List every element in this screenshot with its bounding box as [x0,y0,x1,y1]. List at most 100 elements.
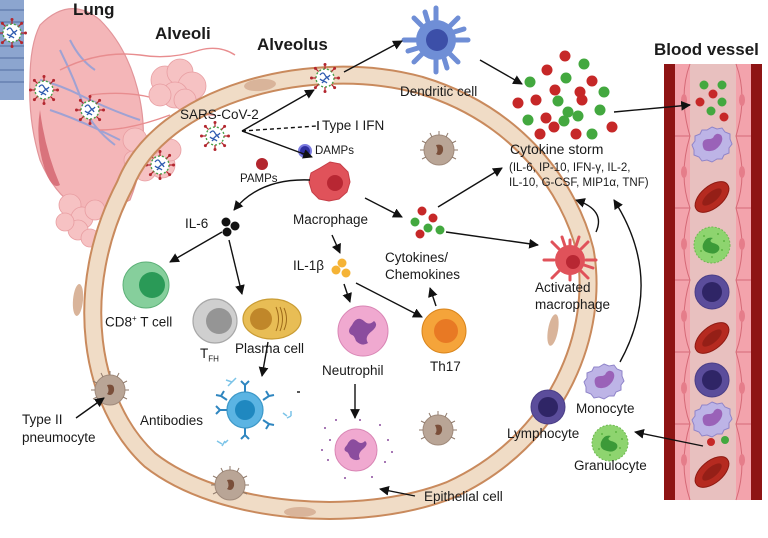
macrophage-label: Macrophage [293,212,368,227]
il1b-cytokine-icon [332,259,351,278]
cytokine-particle [553,96,564,107]
alveolus-title: Alveolus [257,37,328,52]
epithelial-cell-label: Epithelial cell [424,489,503,504]
arrow-monocyte-to-storm [614,200,641,362]
tfh-sub: FH [208,355,219,364]
activated-macrophage-label-line2: macrophage [535,297,610,312]
blood-vessel-title: Blood vessel [654,42,759,57]
virus-lung-icon [75,95,105,125]
il6-cytokine-icon [222,218,240,237]
antibody-secreting-cell-icon [216,378,291,446]
arrow-cytokines-to-storm [438,168,502,207]
cd8-prefix: CD8 [105,315,132,330]
cytokines-chemokines-icon [411,207,445,239]
cytokine-particle [541,113,552,124]
pamps-label: PAMPs [240,172,278,186]
cytokine-particle [560,51,571,62]
cytokine-particle [607,122,618,133]
arrow-il1b-to-neutrophil [344,284,350,302]
monocyte-label: Monocyte [576,401,635,416]
alveoli-title: Alveoli [155,26,211,41]
arrow-virus-to-macrophage [242,131,312,157]
sars-cov-2-virus-icon [200,121,230,151]
cytokines-label-line2: Chemokines [385,267,460,282]
cytokine-particle [579,59,590,70]
damps-label: DAMPs [315,144,354,158]
damps-icon [299,145,311,157]
cytokine-particle [523,115,534,126]
arrow-il6-to-cd8 [170,232,222,262]
cytokine-particle [587,76,598,87]
cytokine-list-line1: (IL-6, IP-10, IFN-γ, IL-2, [509,161,630,175]
arrow-th17-to-cytokines [430,288,436,306]
type2-pneumocyte-label-line2: pneumocyte [22,430,96,445]
il6-label: IL-6 [185,216,208,231]
vessel-granulocyte-icon [694,227,730,263]
cytokine-particle [559,116,570,127]
vessel-lymphocyte-icon [695,363,729,397]
type2-pneumocyte-icon [420,131,458,165]
plasma-cell-label: Plasma cell [235,341,304,356]
monocyte-icon [584,364,624,399]
cytokine-storm-icon [513,51,618,140]
type2-pneumocyte-icon [419,411,457,445]
cd8-t-cell-icon [123,262,169,308]
cytokine-particle [573,111,584,122]
cytokine-particle [525,77,536,88]
cytokine-list-line2: IL-10, G-CSF, MIP1α, TNF) [509,176,649,190]
pamps-icon [256,158,268,170]
arrow-dendritic-to-storm [480,60,522,84]
cytokine-particle [571,129,582,140]
type-i-ifn-label: Type I IFN [322,118,384,133]
virus-lung-icon [29,75,59,105]
arrow-il6-to-plasma [229,240,242,294]
cytokine-particle [549,122,560,133]
blood-vessel [664,64,762,500]
cytokine-particle [599,87,610,98]
tfh-cell-icon [193,299,237,343]
cytokine-particle [577,95,588,106]
trachea [0,0,24,100]
cytokines-label-line1: Cytokines/ [385,250,448,265]
cytokine-particle [550,85,561,96]
arrow-pointer-type2-pneumocyte [76,398,104,418]
dendritic-cell-label: Dendritic cell [400,84,477,99]
granulocyte-icon [592,425,628,461]
macrophage-icon [309,162,350,201]
plasma-cell-icon [243,299,301,339]
cytokine-particle [561,73,572,84]
tfh-label: TFH [200,346,219,367]
il1b-label: IL-1β [293,258,324,273]
cytokine-particle [531,95,542,106]
cytokine-particle [513,98,524,109]
arrow-macrophage-to-il1b [332,235,340,253]
granulocyte-label: Granulocyte [574,458,647,473]
tfh-main: T [200,346,208,361]
arrow-macrophage-to-cytokines [365,198,402,217]
type2-pneumocyte-label-line1: Type II [22,412,63,427]
neutrophil-icon [338,306,388,356]
lymphocyte-label: Lymphocyte [507,426,579,441]
cd8-t-cell-label: CD8+ T cell [105,311,172,330]
cytokine-particle [542,65,553,76]
th17-label: Th17 [430,359,461,374]
neutrophil-label: Neutrophil [322,363,384,378]
activated-macrophage-label-line1: Activated [535,280,591,295]
lymphocyte-icon [531,390,565,424]
arrow-virus-to-ifn [242,126,317,131]
virus-membrane-icon [310,63,340,93]
dying-neutrophil-icon [321,419,393,479]
sars-cov-2-label: SARS-CoV-2 [180,107,259,122]
dendritic-cell-icon [404,8,468,72]
vessel-lymphocyte-icon [695,275,729,309]
th17-cell-icon [422,309,466,353]
cytokine-storm-label: Cytokine storm [510,142,603,157]
cytokine-particle [587,129,598,140]
cytokine-particle [535,129,546,140]
antibodies-label: Antibodies [140,413,203,428]
lung-title: Lung [73,2,115,17]
arrow-cytokines-to-activated-macrophage [446,232,538,245]
cd8-suffix: T cell [137,315,173,330]
